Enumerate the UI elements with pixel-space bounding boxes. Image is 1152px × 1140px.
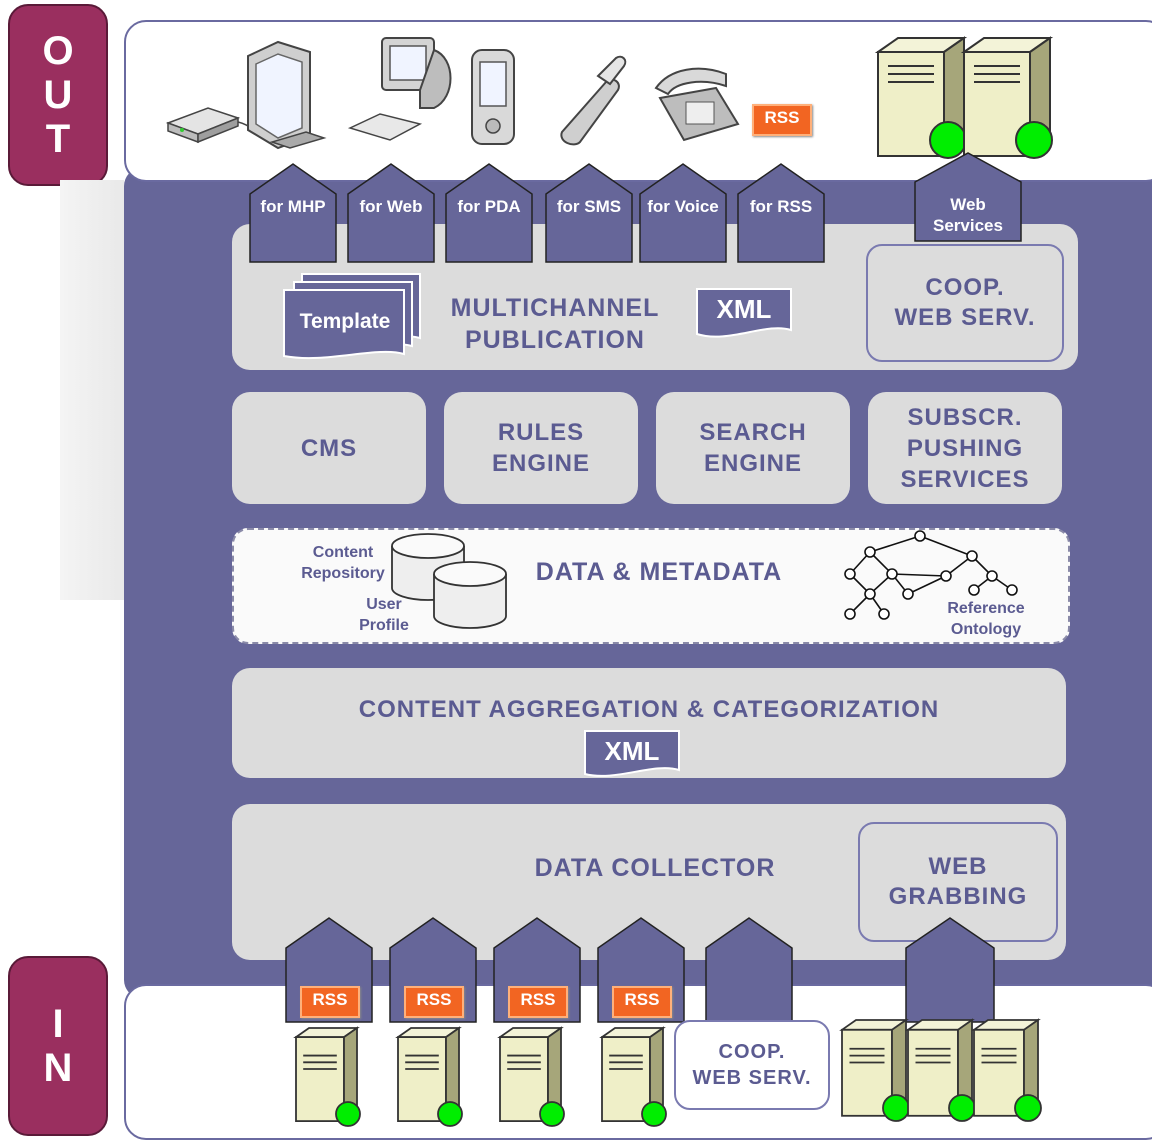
rules-engine-label: RULES ENGINE: [491, 419, 590, 477]
xml-label: XML: [604, 736, 660, 766]
server-icon: [599, 1026, 667, 1127]
channel-connector: [545, 163, 633, 263]
server-icon: [497, 1026, 565, 1127]
ontology-graph-icon: [844, 530, 1018, 620]
channel-connector: [249, 163, 337, 263]
data-metadata-module: [232, 528, 1070, 644]
rss-feed-badge: RSS: [300, 986, 360, 1018]
cms-label: CMS: [300, 434, 358, 462]
content-aggregation-title: CONTENT AGGREGATION & CATEGORIZATION: [358, 696, 940, 723]
data-collector-title: DATA COLLECTOR: [534, 854, 776, 882]
mobile-phone-icon: [560, 55, 627, 146]
data-metadata-title: DATA & METADATA: [535, 558, 783, 586]
rules-engine-module: RULES ENGINE: [444, 392, 638, 504]
web-grabbing-connector: [905, 917, 995, 1023]
channel-label: for PDA: [457, 197, 521, 216]
server-icon: [395, 1026, 463, 1127]
web-grabbing-box: WEB GRABBING: [858, 822, 1058, 942]
web-services-label: Web Services: [933, 195, 1003, 235]
server-icon: [874, 36, 968, 159]
template-label: Template: [299, 310, 391, 333]
devices-illustration: [165, 37, 740, 150]
xml-document-icon: XML: [584, 730, 680, 782]
out-tab: O U T: [8, 4, 108, 186]
channel-connector: [347, 163, 435, 263]
rss-feed-badge: RSS: [752, 104, 812, 136]
search-engine-module: SEARCH ENGINE: [656, 392, 850, 504]
channel-label: for RSS: [749, 197, 813, 216]
coop-web-services-box: COOP. WEB SERV.: [866, 244, 1064, 362]
coop-web-services-input-box: COOP. WEB SERV.: [674, 1020, 830, 1110]
rss-feed-badge: RSS: [612, 986, 672, 1018]
reference-ontology-label: Reference Ontology: [947, 600, 1025, 638]
user-profile-label: User Profile: [359, 596, 409, 634]
server-icon: [960, 36, 1054, 159]
out-letter: U: [43, 73, 73, 117]
web-services-connector: [914, 152, 1022, 242]
subscription-pushing-services-module: SUBSCR. PUSHING SERVICES: [868, 392, 1062, 504]
channel-label: for Voice: [647, 197, 719, 216]
pda-icon: [471, 49, 515, 145]
background-band: [60, 180, 124, 600]
server-icon: [839, 1018, 910, 1122]
xml-label: XML: [716, 294, 772, 324]
out-letter: O: [42, 29, 74, 73]
database-icon: [391, 533, 507, 629]
computer-icon: [347, 37, 452, 141]
monitor-icon: [247, 40, 327, 150]
channel-label: for MHP: [260, 197, 326, 216]
cms-module: CMS: [232, 392, 426, 504]
template-document-stack-icon: [283, 273, 421, 360]
search-engine-label: SEARCH ENGINE: [699, 419, 807, 477]
out-letter: T: [45, 117, 71, 161]
content-repository-label: Content Repository: [301, 544, 385, 582]
settop-box-icon: [165, 107, 271, 144]
channel-connector: [445, 163, 533, 263]
rss-feed-badge: RSS: [508, 986, 568, 1018]
in-letter: I: [52, 1002, 64, 1046]
server-icon: [905, 1018, 976, 1122]
telephone-icon: [654, 67, 740, 142]
server-icon: [971, 1018, 1042, 1122]
channel-connector: [639, 163, 727, 263]
input-connector: [705, 917, 793, 1023]
channel-label: for SMS: [556, 197, 622, 216]
rss-feed-badge: RSS: [404, 986, 464, 1018]
xml-document-icon: XML: [696, 288, 792, 344]
subscription-pushing-services-label: SUBSCR. PUSHING SERVICES: [900, 403, 1030, 493]
channel-label: for Web: [359, 197, 423, 216]
server-icon: [293, 1026, 361, 1127]
multichannel-publication-title: MULTICHANNEL PUBLICATION: [450, 294, 660, 354]
in-tab: I N: [8, 956, 108, 1136]
output-servers-illustration: [874, 36, 1054, 159]
channel-connector: [737, 163, 825, 263]
in-letter: N: [43, 1046, 73, 1090]
